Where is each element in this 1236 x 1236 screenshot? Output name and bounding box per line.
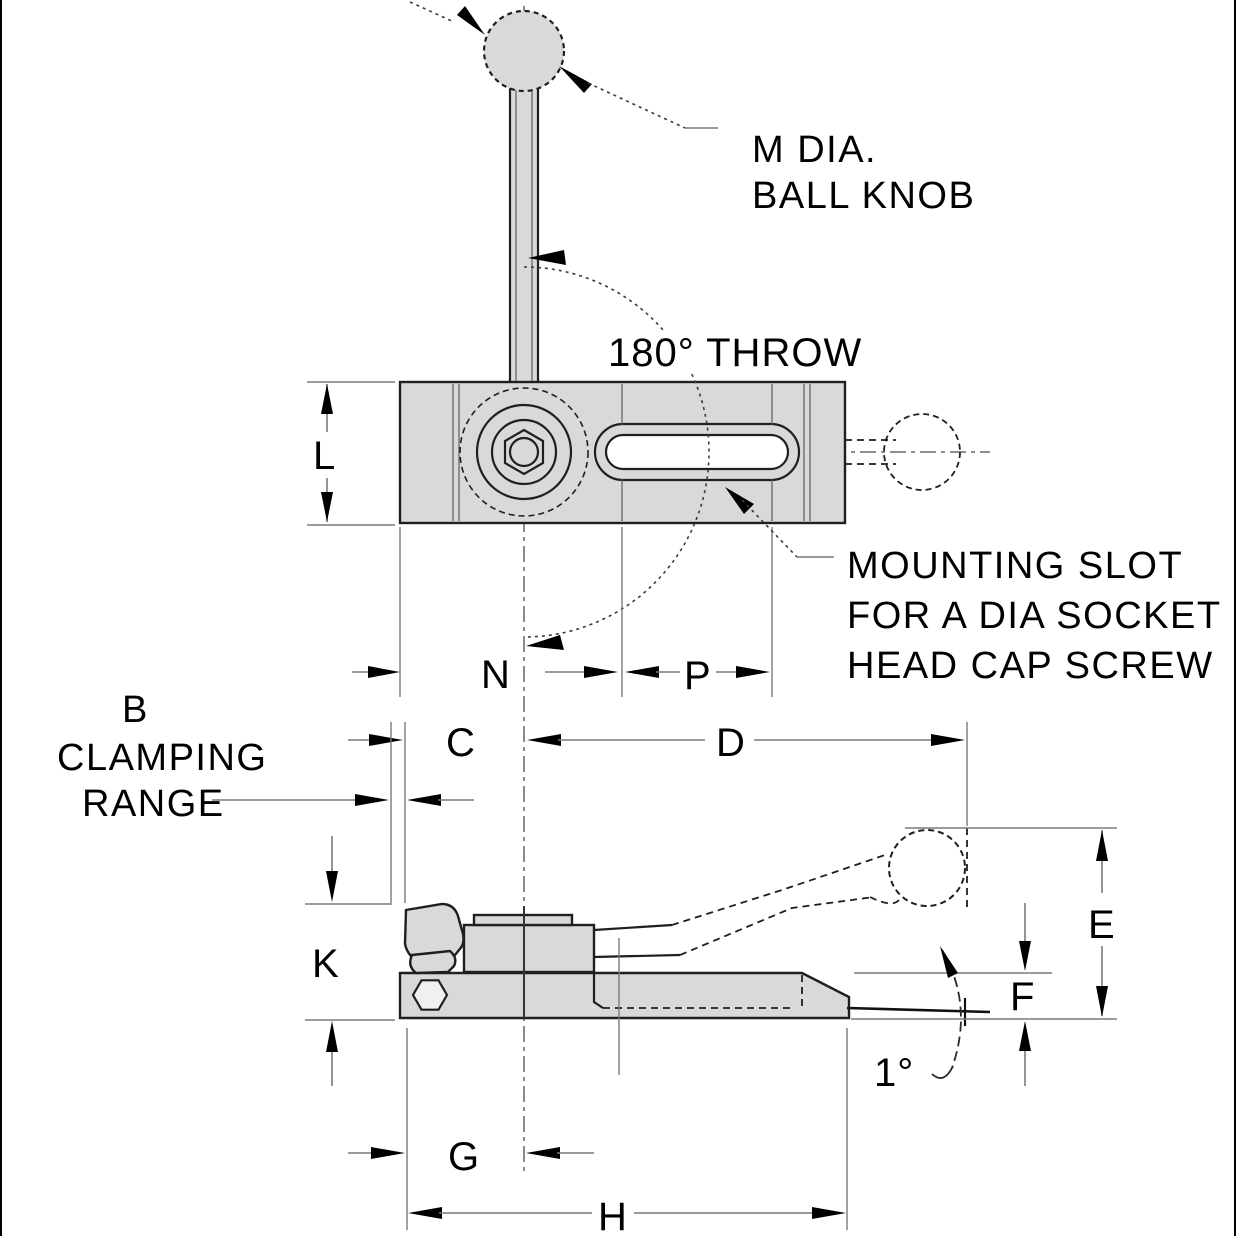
clamp-nose-tip [409, 949, 457, 975]
dim-label-K: K [312, 942, 340, 986]
dim-label-G: G [448, 1135, 480, 1179]
callout-clamping-range-line3: RANGE [82, 783, 225, 825]
dim-label-P: P [684, 654, 712, 698]
dim-label-E: E [1088, 903, 1116, 947]
side-view [398, 829, 991, 1026]
throw-arc [523, 250, 710, 650]
pivot-screw [459, 387, 589, 517]
dim-tilt-angle [931, 946, 962, 1079]
dim-L [307, 381, 395, 526]
callout-ball-knob-line2: BALL KNOB [752, 175, 975, 217]
callout-clamping-range-line2: CLAMPING [57, 737, 267, 779]
handle-rotated-phantom [845, 413, 961, 491]
tilt-face-line [846, 1006, 991, 1014]
dim-label-L: L [313, 434, 336, 478]
leader-mounting-slot [725, 487, 834, 558]
dim-label-C: C [446, 721, 476, 765]
dim-C-D [348, 722, 968, 910]
dim-label-D: D [716, 721, 746, 765]
leader-ball-knob [409, 1, 718, 129]
callout-tilt-angle: 1° [874, 1051, 914, 1095]
dim-K [305, 836, 395, 1086]
handle-side-view [593, 829, 966, 959]
dim-label-F: F [1010, 975, 1035, 1019]
handle-shaft [510, 58, 538, 384]
callout-mounting-slot-line2: FOR A DIA SOCKET [847, 595, 1222, 637]
cam-block [462, 923, 596, 974]
annotation-text: M DIA. BALL KNOB 180° THROW MOUNTING SLO… [57, 129, 1222, 1236]
base-step [592, 973, 604, 1009]
dim-label-N: N [481, 653, 511, 697]
callout-mounting-slot-line3: HEAD CAP SCREW [847, 645, 1214, 687]
base-plate [398, 971, 851, 1020]
ball-knob-side [888, 829, 966, 907]
ball-knob [482, 9, 566, 93]
callout-clamping-range-line1: B [122, 689, 149, 731]
mounting-slot [593, 422, 801, 482]
dim-N-P [352, 384, 773, 697]
dim-B-range [212, 722, 474, 903]
text-mask [604, 330, 860, 374]
hex-socket [503, 428, 545, 476]
dim-G-H [348, 938, 848, 1230]
clamp-nose [403, 902, 465, 965]
dim-label-H: H [598, 1195, 628, 1236]
callout-mounting-slot-line1: MOUNTING SLOT [847, 545, 1183, 587]
callout-throw: 180° THROW [608, 331, 862, 375]
callout-ball-knob-line1: M DIA. [752, 129, 877, 171]
dim-E-F [851, 827, 1117, 1086]
screw-head-hex [411, 979, 449, 1011]
